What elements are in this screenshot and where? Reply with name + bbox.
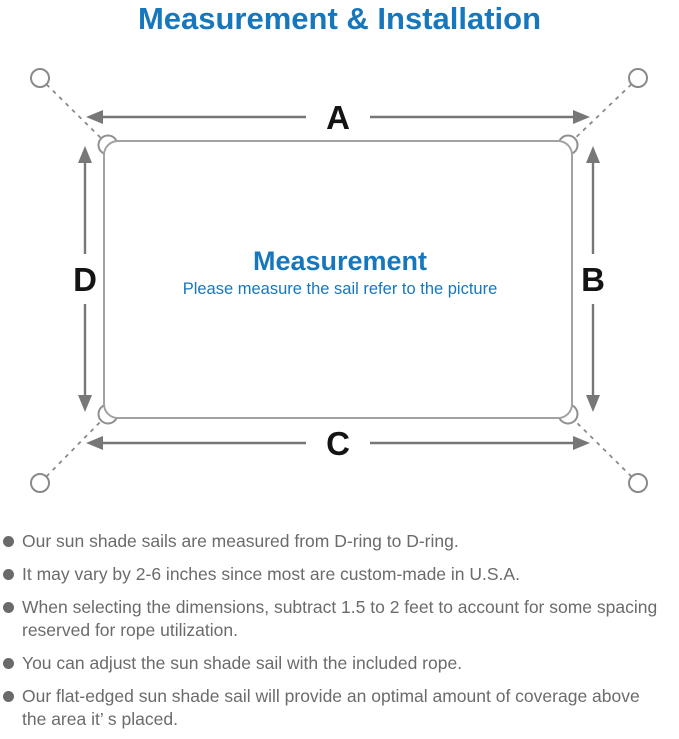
list-item: You can adjust the sun shade sail with t… bbox=[3, 652, 665, 675]
page-title: Measurement & Installation bbox=[137, 1, 542, 36]
diagram-center-subtitle: Please measure the sail refer to the pic… bbox=[183, 280, 498, 298]
list-item: Our flat-edged sun shade sail will provi… bbox=[3, 685, 665, 731]
dimension-label-b: B bbox=[581, 261, 605, 298]
anchor-point-icon bbox=[30, 68, 50, 88]
note-text: Our flat-edged sun shade sail will provi… bbox=[22, 686, 640, 729]
rope-line-icon bbox=[39, 77, 109, 146]
anchor-point-icon bbox=[628, 473, 648, 493]
bullet-icon bbox=[3, 569, 14, 580]
rope-line-icon bbox=[39, 413, 109, 484]
list-item: When selecting the dimensions, subtract … bbox=[3, 596, 665, 642]
bullet-icon bbox=[3, 536, 14, 547]
dimension-label-c: C bbox=[326, 425, 350, 462]
rope-line-icon bbox=[567, 77, 639, 146]
list-item: It may vary by 2-6 inches since most are… bbox=[3, 563, 665, 586]
bullet-icon bbox=[3, 658, 14, 669]
note-text: It may vary by 2-6 inches since most are… bbox=[22, 564, 520, 584]
note-text: You can adjust the sun shade sail with t… bbox=[22, 653, 463, 673]
rope-line-icon bbox=[567, 413, 639, 484]
dimension-arrows bbox=[78, 110, 600, 450]
diagram-center-title: Measurement bbox=[253, 246, 427, 276]
anchor-points bbox=[30, 68, 648, 493]
notes-list: Our sun shade sails are measured from D-… bbox=[3, 530, 665, 739]
sail-outline bbox=[103, 140, 573, 419]
measurement-diagram: A C D B Measurement Please measure the s… bbox=[30, 68, 648, 493]
dimension-label-d: D bbox=[73, 261, 97, 298]
anchor-point-icon bbox=[30, 473, 50, 493]
list-item: Our sun shade sails are measured from D-… bbox=[3, 530, 665, 553]
anchor-point-icon bbox=[628, 68, 648, 88]
dimension-label-a: A bbox=[326, 99, 350, 136]
dimension-arrow-c bbox=[86, 436, 590, 450]
dimension-arrow-d bbox=[78, 146, 92, 412]
bullet-icon bbox=[3, 602, 14, 613]
note-text: Our sun shade sails are measured from D-… bbox=[22, 531, 459, 551]
bullet-icon bbox=[3, 691, 14, 702]
rope-lines bbox=[39, 77, 639, 484]
dimension-arrow-b bbox=[586, 146, 600, 412]
note-text: When selecting the dimensions, subtract … bbox=[22, 597, 658, 640]
dimension-arrow-a bbox=[86, 110, 590, 124]
